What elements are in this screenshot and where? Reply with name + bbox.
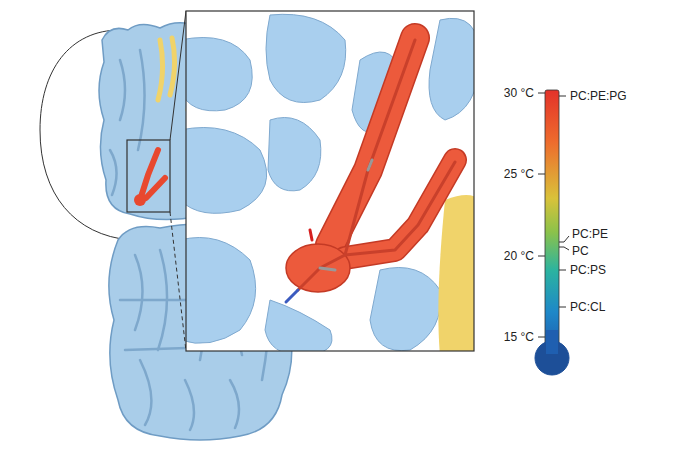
temperature-label: 30 °C: [504, 86, 534, 100]
lipid-label: PC:PE: [572, 227, 608, 241]
lipid-label: PC:CL: [570, 300, 605, 314]
lipid-label: PC:PS: [570, 263, 606, 277]
zoom-box: [127, 140, 170, 212]
lipid-label: PC:PE:PG: [570, 89, 627, 103]
zoom-guide: [170, 11, 186, 140]
temperature-label: 15 °C: [504, 330, 534, 344]
temperature-label: 25 °C: [504, 167, 534, 181]
temperature-label: 20 °C: [504, 249, 534, 263]
thermometer: [535, 90, 569, 375]
lipid-label: PC: [572, 244, 589, 258]
zoom-inset: [180, 11, 480, 355]
zoom-guide: [170, 212, 186, 351]
